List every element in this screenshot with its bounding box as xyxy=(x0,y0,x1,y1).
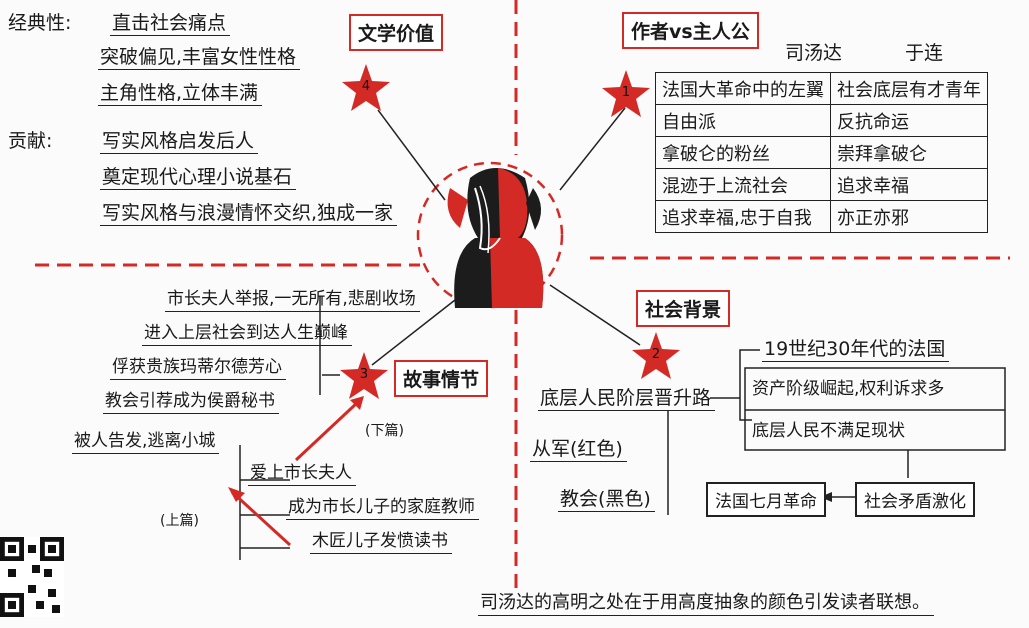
path-church: 教会(黑色) xyxy=(558,488,655,512)
contribution-label: 贡献: xyxy=(8,130,53,152)
plot-item: 俘获贵族玛蒂尔德芳心 xyxy=(110,356,286,380)
typicality-item: 突破偏见,丰富女性性格 xyxy=(98,46,301,70)
path-army: 从军(红色) xyxy=(530,438,627,462)
star-2-icon: 2 xyxy=(630,330,682,382)
typicality-item: 主角性格,立体丰满 xyxy=(98,82,263,106)
era-item: 底层人民不满足现状 xyxy=(752,421,905,441)
typicality-item: 直击社会痛点 xyxy=(110,12,231,36)
table-row: 法国大革命中的左翼社会底层有才青年 xyxy=(655,72,988,105)
plot-item: 教会引荐成为侯爵秘书 xyxy=(103,390,279,414)
plot-item: 木匠儿子发愤读书 xyxy=(310,530,452,554)
plot-item: 爱上市长夫人 xyxy=(248,462,356,486)
table-row: 混迹于上流社会追求幸福 xyxy=(655,168,988,201)
table-row: 拿破仑的粉丝崇拜拿破仑 xyxy=(655,136,988,169)
path-label: 底层人民阶层晋升路 xyxy=(538,387,716,411)
july-revolution-box: 法国七月革命 xyxy=(706,482,826,517)
two-faced-figure-illustration xyxy=(447,168,544,308)
star-1-icon: 1 xyxy=(600,68,652,120)
plot-item: 成为市长儿子的家庭教师 xyxy=(286,496,479,520)
story-plot-title: 故事情节 xyxy=(394,360,489,397)
column-header-julien: 于连 xyxy=(905,42,944,64)
contribution-item: 写实风格与浪漫情怀交织,独成一家 xyxy=(100,202,398,226)
era-label: 19世纪30年代的法国 xyxy=(762,338,950,362)
star-4-icon: 4 xyxy=(340,62,392,114)
plot-item: 被人告发,逃离小城 xyxy=(72,430,220,454)
column-header-stendhal: 司汤达 xyxy=(785,42,843,64)
qr-code-icon xyxy=(0,537,64,617)
plot-item: 市长夫人举报,一无所有,悲剧收场 xyxy=(165,288,420,312)
social-conflict-box: 社会矛盾激化 xyxy=(855,482,975,517)
table-row: 追求幸福,忠于自我亦正亦邪 xyxy=(655,200,988,233)
table-row: 自由派反抗命运 xyxy=(655,104,988,137)
plot-item: 进入上层社会到达人生巅峰 xyxy=(142,322,352,346)
social-background-title: 社会背景 xyxy=(636,290,731,327)
comparison-table: 法国大革命中的左翼社会底层有才青年 自由派反抗命运 拿破仑的粉丝崇拜拿破仑 混迹… xyxy=(655,72,988,233)
era-item: 资产阶级崛起,权利诉求多 xyxy=(752,379,945,399)
literary-value-title: 文学价值 xyxy=(349,14,444,51)
footer-note: 司汤达的高明之处在于用高度抽象的颜色引发读者联想。 xyxy=(478,592,934,616)
contribution-item: 奠定现代心理小说基石 xyxy=(100,166,297,190)
contribution-item: 写实风格启发后人 xyxy=(100,130,259,154)
typicality-label: 经典性: xyxy=(8,12,72,34)
part1-label: (上篇) xyxy=(160,513,199,529)
star-3-icon: 3 xyxy=(338,350,390,402)
author-vs-hero-title: 作者vs主人公 xyxy=(622,12,759,49)
part2-label: (下篇) xyxy=(365,423,404,439)
